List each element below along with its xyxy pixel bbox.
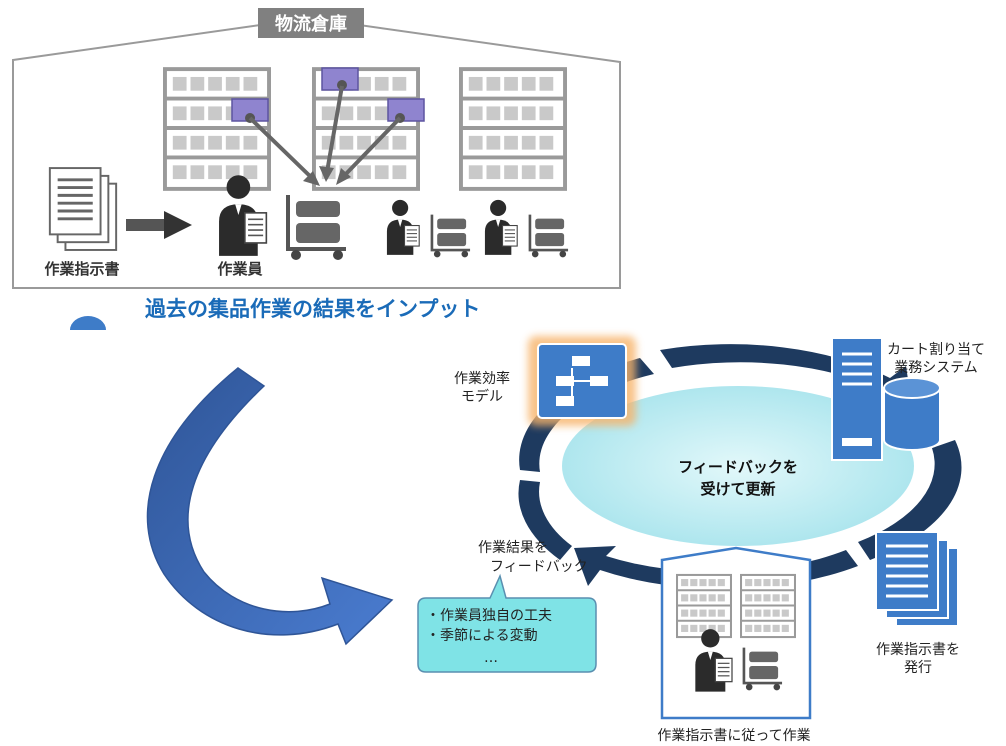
cart-icon [288,195,346,260]
callout-line1: ・作業員独自の工夫 [426,608,552,624]
model-label-line1: 作業効率 [454,370,510,387]
warehouse-title: 物流倉庫 [275,13,347,35]
step-marker-icon [70,316,106,330]
instruction-doc-icon [48,166,118,252]
instruction-label: 作業指示書 [44,260,119,278]
warehouse-panel: 物流倉庫 作業指示書 [12,8,621,289]
callout-line2: ・季節による変動 [426,627,538,644]
shelf-left [163,67,271,191]
curved-arrow-icon [146,367,394,646]
flow-arrow-icon [126,211,192,239]
shelf-box-icon [321,67,359,91]
server-icon [831,337,883,461]
warehouse-title-bg [258,8,364,38]
callout-line3: … [484,650,498,666]
database-icon [883,377,941,451]
cart-icon [528,213,570,259]
feedback-label-line1: 作業結果を [478,540,548,556]
worker-label: 作業員 [217,260,262,278]
small-warehouse-icon [660,546,812,720]
issue-label-line1: 作業指示書を [876,642,960,658]
cart-icon [430,213,472,259]
feedback-callout [417,573,597,673]
efficiency-model-icon [528,336,636,426]
feedback-label-line2: フィードバック [490,559,588,575]
center-text-line1: フィードバックを [678,458,798,476]
system-label-line1: カート割り当て [887,341,985,358]
model-label-line2: モデル [461,388,503,405]
input-caption: 過去の集品作業の結果をインプット [145,297,481,321]
issued-doc-icon [875,531,959,627]
issue-label-line2: 発行 [904,660,932,676]
shelf-box-icon [387,98,425,123]
system-label-line2: 業務システム [894,360,978,376]
cycle-ring: フィードバックを 受けて更新 [518,344,962,589]
picking-arrows [248,85,402,186]
shelf-right [459,67,567,191]
work-label: 作業指示書に従って作業 [657,728,810,744]
cycle-center [562,386,914,546]
center-text-line2: 受けて更新 [700,480,775,498]
